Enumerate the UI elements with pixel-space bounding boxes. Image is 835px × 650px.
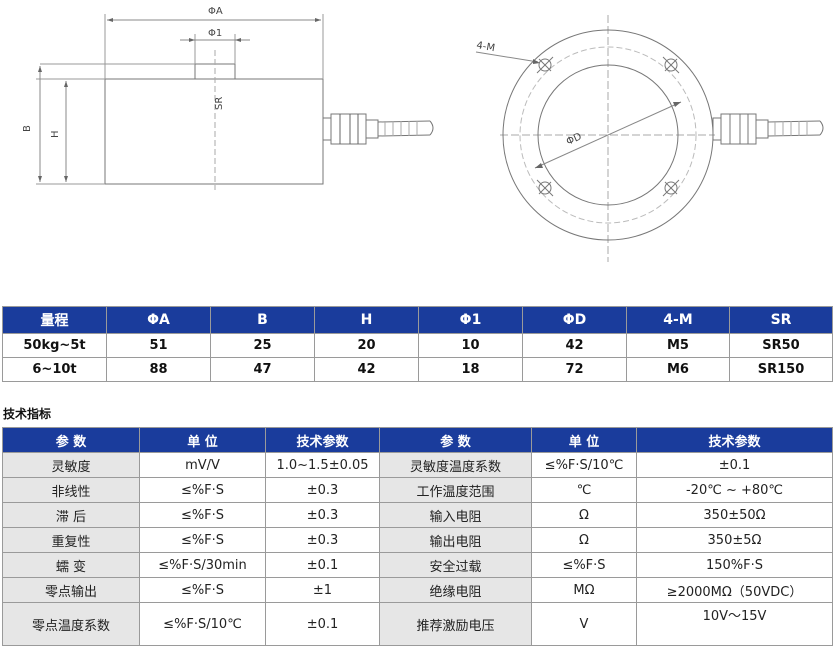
table-cell: ±0.3 bbox=[265, 477, 380, 503]
table-cell: M5 bbox=[626, 333, 730, 358]
table-cell: 72 bbox=[522, 357, 627, 382]
spec-header-value-2: 技术参数 bbox=[636, 427, 833, 453]
table-cell: 10 bbox=[418, 333, 523, 358]
table-cell: -20℃ ~ +80℃ bbox=[636, 477, 833, 503]
table-cell: 绝缘电阻 bbox=[379, 577, 532, 603]
table-cell: ±0.3 bbox=[265, 527, 380, 553]
table-cell: Ω bbox=[531, 527, 637, 553]
table-cell: ≤%F·S bbox=[139, 477, 266, 503]
dim-header-phi-1: Φ1 bbox=[418, 306, 523, 334]
table-row: 重复性 ≤%F·S ±0.3 输出电阻 Ω 350±5Ω bbox=[2, 527, 833, 553]
table-row: 非线性 ≤%F·S ±0.3 工作温度范围 ℃ -20℃ ~ +80℃ bbox=[2, 477, 833, 503]
table-cell: ±0.3 bbox=[265, 502, 380, 528]
table-cell: M6 bbox=[626, 357, 730, 382]
top-view bbox=[475, 15, 824, 262]
table-cell: 350±5Ω bbox=[636, 527, 833, 553]
dimension-table: 量程 ΦA B H Φ1 ΦD 4-M SR 50kg~5t 51 25 20 … bbox=[2, 306, 833, 382]
dim-header-4m: 4-M bbox=[626, 306, 730, 334]
phi-a-label: ΦA bbox=[208, 6, 223, 17]
table-cell: ±1 bbox=[265, 577, 380, 603]
side-view bbox=[36, 14, 434, 190]
table-cell: 42 bbox=[522, 333, 627, 358]
holes-label: 4-M bbox=[475, 40, 495, 54]
dim-header-h: H bbox=[314, 306, 419, 334]
table-cell: 25 bbox=[210, 333, 315, 358]
table-cell: ≤%F·S bbox=[531, 552, 637, 578]
table-row: 零点温度系数 ≤%F·S/10℃ ±0.1 推荐激励电压 V 10V～15V bbox=[2, 602, 833, 646]
table-cell: 18 bbox=[418, 357, 523, 382]
table-cell: 10V～15V bbox=[636, 602, 833, 646]
table-cell: 重复性 bbox=[2, 527, 140, 553]
table-row: 零点输出 ≤%F·S ±1 绝缘电阻 MΩ ≥2000MΩ（50VDC） bbox=[2, 577, 833, 603]
spec-header-row: 参 数 单 位 技术参数 参 数 单 位 技术参数 bbox=[2, 427, 833, 453]
table-cell: 工作温度范围 bbox=[379, 477, 532, 503]
table-row: 滞 后 ≤%F·S ±0.3 输入电阻 Ω 350±50Ω bbox=[2, 502, 833, 528]
table-cell: MΩ bbox=[531, 577, 637, 603]
phi-d-label: ΦD bbox=[565, 131, 584, 148]
table-row: 50kg~5t 51 25 20 10 42 M5 SR50 bbox=[2, 333, 833, 358]
table-cell: 350±50Ω bbox=[636, 502, 833, 528]
spec-header-unit-2: 单 位 bbox=[531, 427, 637, 453]
table-cell: 1.0~1.5±0.05 bbox=[265, 452, 380, 478]
table-cell: ≤%F·S/30min bbox=[139, 552, 266, 578]
h-label: H bbox=[50, 130, 61, 138]
spec-section-title: 技术指标 bbox=[3, 407, 52, 421]
dim-header-range: 量程 bbox=[2, 306, 107, 334]
table-cell: ℃ bbox=[531, 477, 637, 503]
table-cell: ≤%F·S/10℃ bbox=[139, 602, 266, 646]
table-cell: 零点温度系数 bbox=[2, 602, 140, 646]
table-row: 蠕 变 ≤%F·S/30min ±0.1 安全过载 ≤%F·S 150%F·S bbox=[2, 552, 833, 578]
dim-header-phi-d: ΦD bbox=[522, 306, 627, 334]
table-cell: SR150 bbox=[729, 357, 833, 382]
table-cell: ±0.1 bbox=[636, 452, 833, 478]
table-row: 灵敏度 mV/V 1.0~1.5±0.05 灵敏度温度系数 ≤%F·S/10℃ … bbox=[2, 452, 833, 478]
b-label: B bbox=[22, 125, 33, 132]
table-cell: 88 bbox=[106, 357, 211, 382]
spec-table: 参 数 单 位 技术参数 参 数 单 位 技术参数 灵敏度 mV/V 1.0~1… bbox=[2, 427, 833, 646]
table-cell: SR50 bbox=[729, 333, 833, 358]
spec-header-param-2: 参 数 bbox=[379, 427, 532, 453]
spec-header-param: 参 数 bbox=[2, 427, 140, 453]
dim-header-phi-a: ΦA bbox=[106, 306, 211, 334]
table-cell: 输出电阻 bbox=[379, 527, 532, 553]
table-cell: ≥2000MΩ（50VDC） bbox=[636, 577, 833, 603]
table-cell: ≤%F·S/10℃ bbox=[531, 452, 637, 478]
table-row: 6~10t 88 47 42 18 72 M6 SR150 bbox=[2, 357, 833, 382]
table-cell: V bbox=[531, 602, 637, 646]
table-cell: ±0.1 bbox=[265, 602, 380, 646]
table-cell: 安全过载 bbox=[379, 552, 532, 578]
table-cell: 滞 后 bbox=[2, 502, 140, 528]
table-cell: ±0.1 bbox=[265, 552, 380, 578]
technical-drawing: ΦA Φ1 SR B H 4-M bbox=[22, 6, 824, 262]
table-cell: 灵敏度 bbox=[2, 452, 140, 478]
table-cell: 非线性 bbox=[2, 477, 140, 503]
dim-header-b: B bbox=[210, 306, 315, 334]
spec-header-value: 技术参数 bbox=[265, 427, 380, 453]
table-cell: mV/V bbox=[139, 452, 266, 478]
dimension-header-row: 量程 ΦA B H Φ1 ΦD 4-M SR bbox=[2, 306, 833, 334]
table-cell: ≤%F·S bbox=[139, 502, 266, 528]
table-cell: 输入电阻 bbox=[379, 502, 532, 528]
table-cell: 50kg~5t bbox=[2, 333, 107, 358]
table-cell: 20 bbox=[314, 333, 419, 358]
table-cell: 灵敏度温度系数 bbox=[379, 452, 532, 478]
spec-header-unit: 单 位 bbox=[139, 427, 266, 453]
table-cell: 6~10t bbox=[2, 357, 107, 382]
table-cell: 推荐激励电压 bbox=[379, 602, 532, 646]
table-cell: 蠕 变 bbox=[2, 552, 140, 578]
table-cell: 42 bbox=[314, 357, 419, 382]
sr-label: SR bbox=[214, 97, 225, 110]
table-cell: 150%F·S bbox=[636, 552, 833, 578]
table-cell: 零点输出 bbox=[2, 577, 140, 603]
table-cell: ≤%F·S bbox=[139, 577, 266, 603]
table-cell: Ω bbox=[531, 502, 637, 528]
table-cell: 47 bbox=[210, 357, 315, 382]
dim-header-sr: SR bbox=[729, 306, 833, 334]
phi-1-label: Φ1 bbox=[208, 28, 222, 39]
table-cell: ≤%F·S bbox=[139, 527, 266, 553]
table-cell: 51 bbox=[106, 333, 211, 358]
